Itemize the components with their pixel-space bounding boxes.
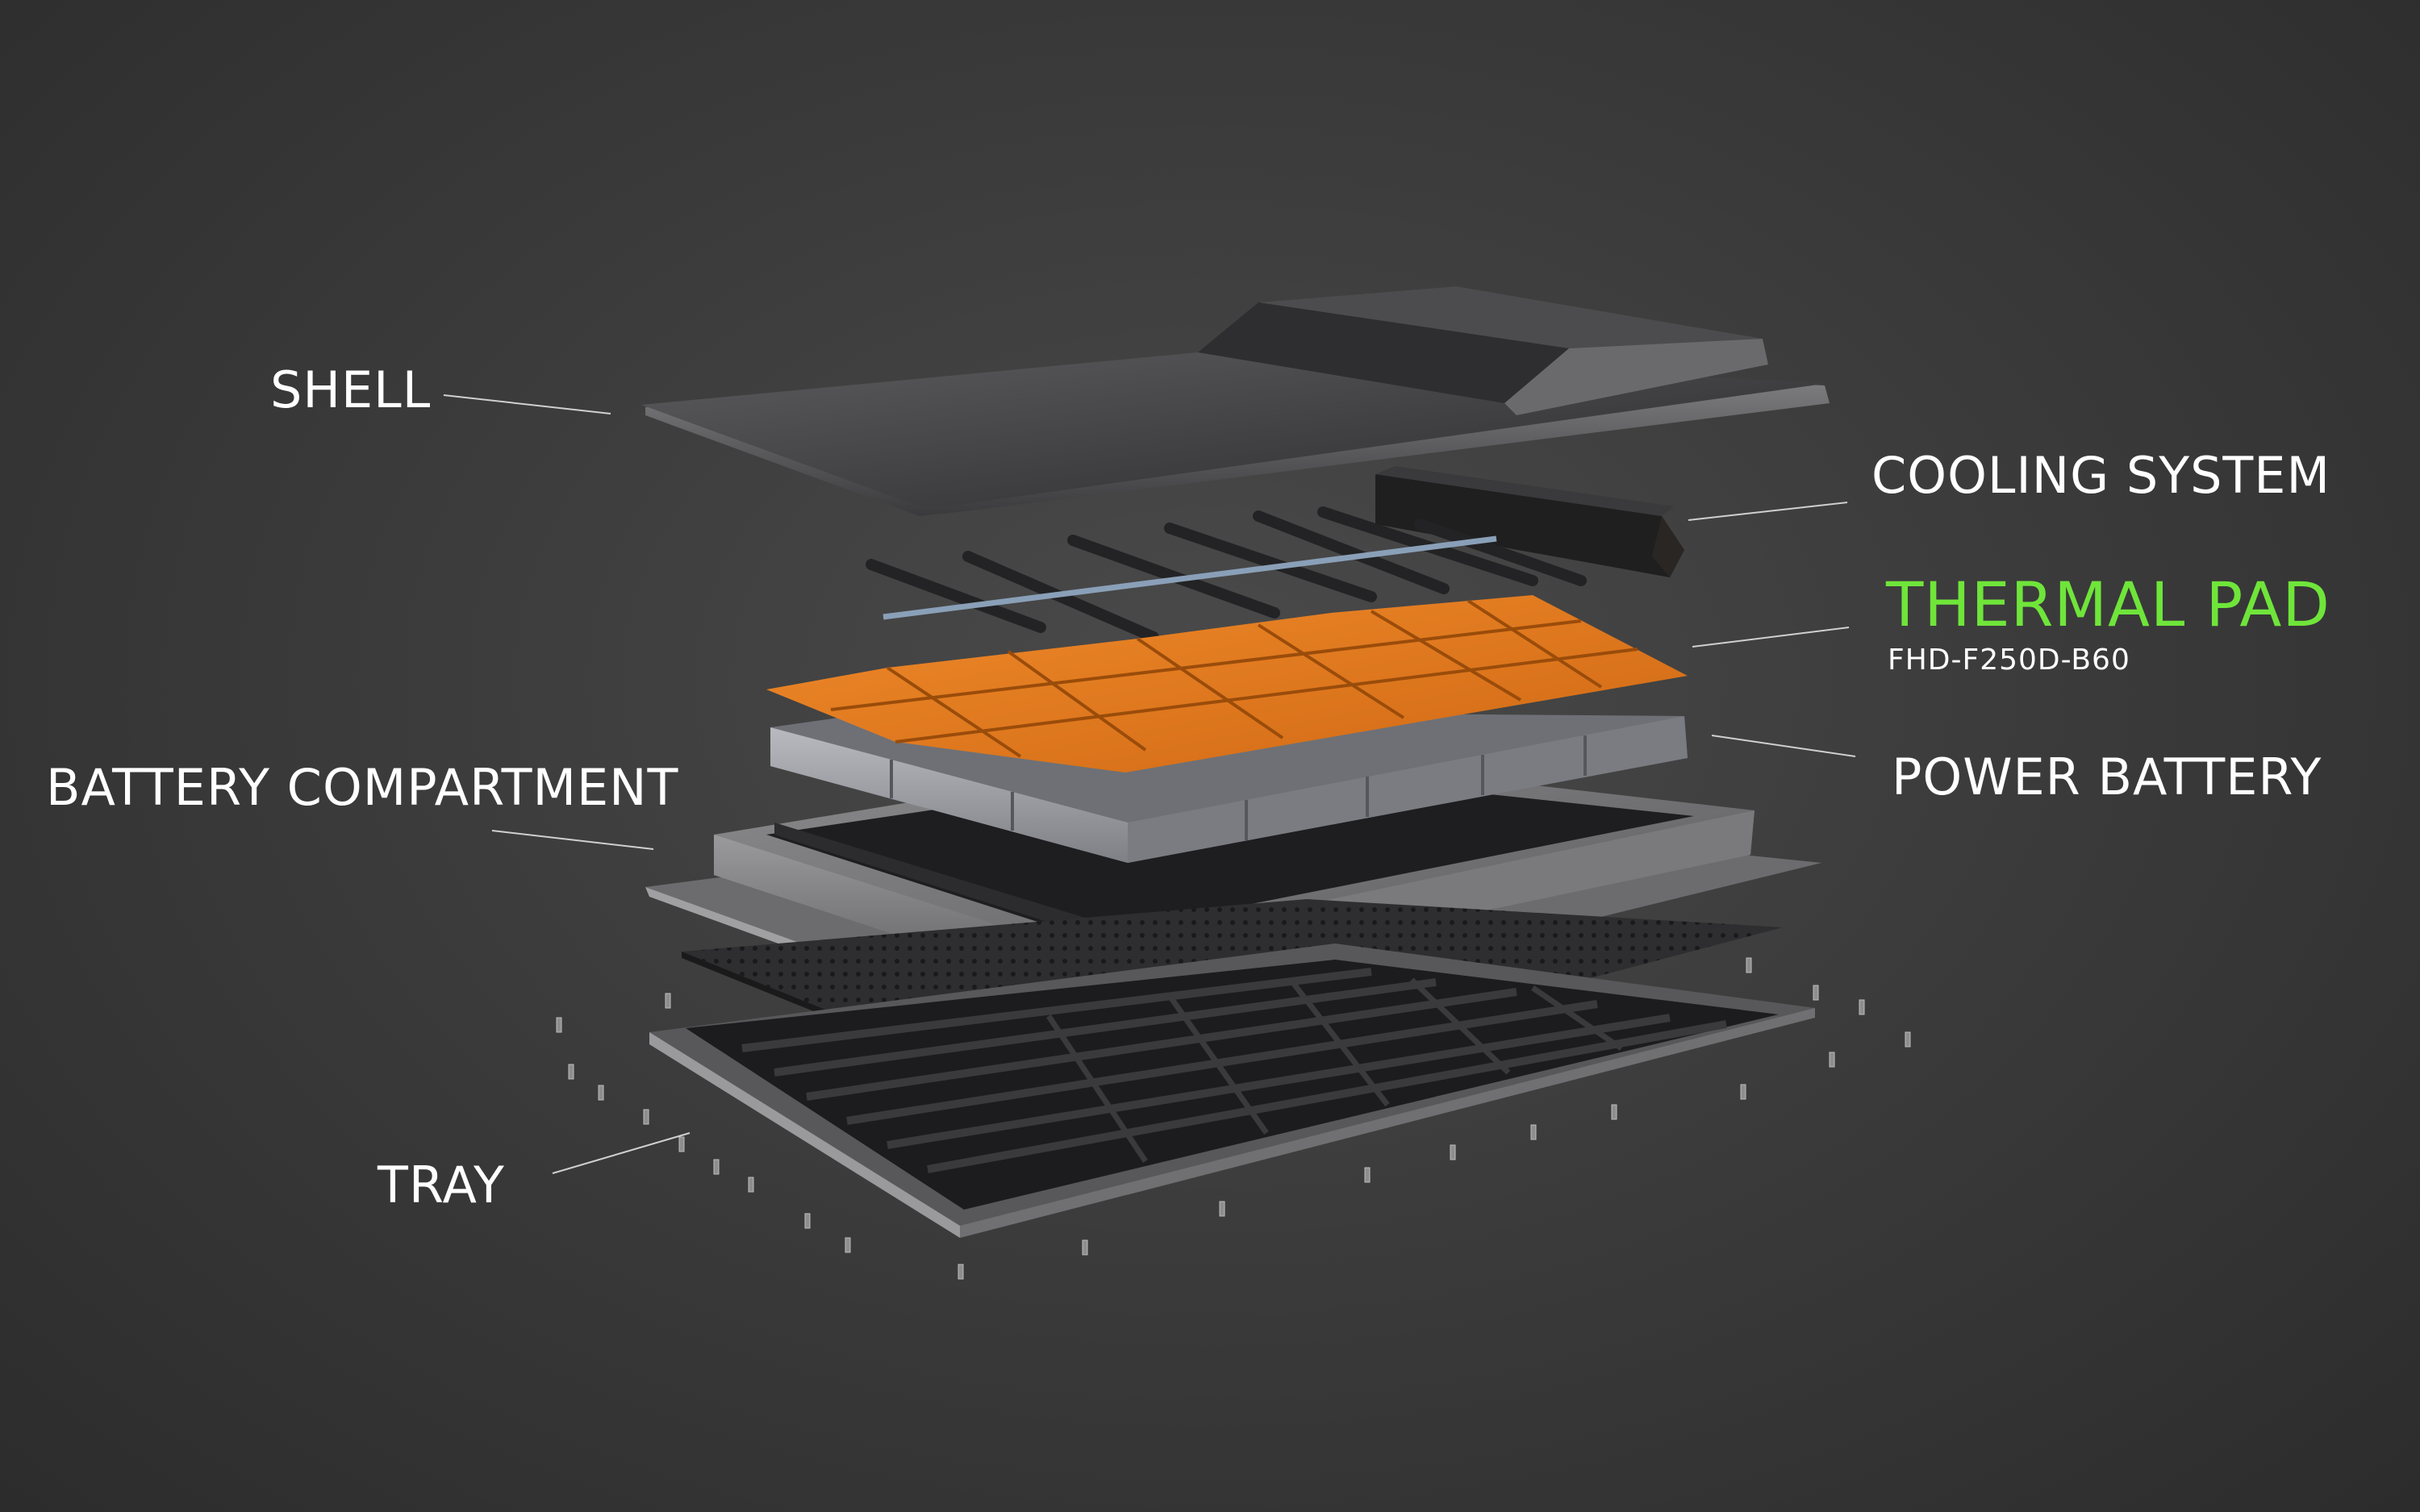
cooling-tube [882, 535, 1497, 620]
cooling-system-part [1375, 466, 1684, 577]
label-thermal-pad: THERMAL PAD [1886, 569, 2330, 640]
leader-line-tray [552, 1132, 691, 1174]
shell-part [641, 286, 1830, 516]
label-battery-compartment: BATTERY COMPARTMENT [46, 758, 679, 817]
thermal-pad-part [766, 595, 1688, 773]
tray-part [649, 943, 1815, 1238]
leader-line-battery-compartment [491, 830, 654, 850]
leader-lines [443, 394, 1856, 1174]
label-power-battery: POWER BATTERY [1892, 748, 2322, 806]
label-tray: TRAY [378, 1156, 505, 1214]
label-thermal-pad-model: FHD-F250D-B60 [1888, 644, 2130, 677]
label-cooling-system: COOLING SYSTEM [1871, 446, 2330, 505]
leader-line-power-battery [1711, 735, 1856, 757]
leader-line-thermal-pad [1692, 627, 1850, 648]
leader-line-shell [443, 394, 611, 414]
label-shell: SHELL [270, 360, 432, 419]
leader-line-cooling-system [1688, 502, 1848, 521]
screws [556, 957, 1911, 1280]
